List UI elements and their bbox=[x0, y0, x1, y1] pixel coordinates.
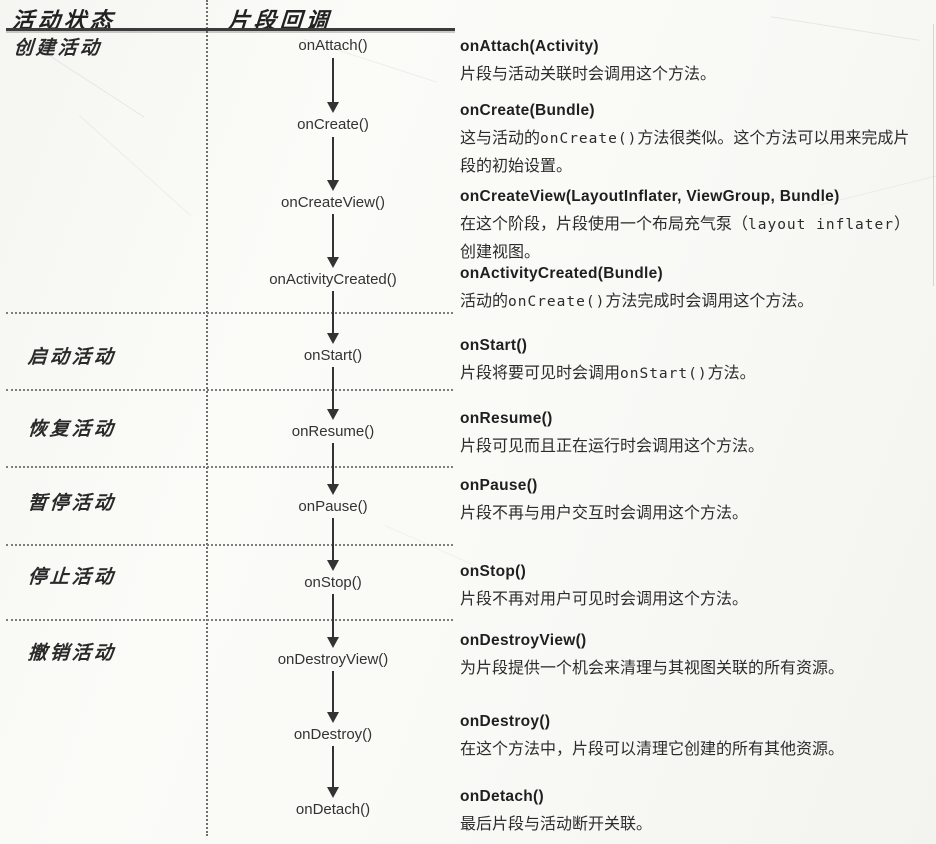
scan-mark bbox=[78, 114, 192, 217]
description-block-ondestroy: onDestroy() 在这个方法中，片段可以清理它创建的所有其他资源。 bbox=[460, 713, 912, 763]
callback-title: onCreateView(LayoutInflater, ViewGroup, … bbox=[460, 188, 840, 205]
description-block-onstart: onStart() 片段将要可见时会调用onStart()方法。 bbox=[460, 337, 912, 388]
callback-title: onDetach() bbox=[460, 788, 544, 805]
description-block-onactivitycreated: onActivityCreated(Bundle) 活动的onCreate()方… bbox=[460, 265, 912, 316]
description-block-onattach: onAttach(Activity) 片段与活动关联时会调用这个方法。 bbox=[460, 38, 912, 88]
callback-title: onPause() bbox=[460, 477, 538, 494]
flow-arrow bbox=[327, 746, 339, 798]
callback-node-oncreateview: onCreateView() bbox=[281, 194, 385, 211]
column-divider bbox=[206, 0, 208, 836]
callback-node-onpause: onPause() bbox=[298, 498, 368, 515]
callback-title: onResume() bbox=[460, 410, 553, 427]
callback-description: 片段将要可见时会调用onStart()方法。 bbox=[460, 365, 756, 382]
callback-description: 这与活动的onCreate()方法很类似。这个方法可以用来完成片段的初始设置。 bbox=[460, 130, 910, 175]
callback-node-onstart: onStart() bbox=[303, 347, 363, 364]
row-separator bbox=[6, 389, 453, 391]
callback-description: 在这个阶段，片段使用一个布局充气泵（layout inflater）创建视图。 bbox=[460, 216, 910, 261]
flow-arrow bbox=[327, 671, 339, 723]
callback-title: onDestroy() bbox=[460, 713, 551, 730]
callback-title: onDestroyView() bbox=[460, 632, 587, 649]
callback-description: 片段不再对用户可见时会调用这个方法。 bbox=[460, 591, 749, 608]
activity-state-stop: 停止活动 bbox=[27, 567, 117, 588]
description-block-oncreateview: onCreateView(LayoutInflater, ViewGroup, … bbox=[460, 188, 912, 266]
callback-description: 最后片段与活动断开关联。 bbox=[460, 816, 653, 833]
activity-state-start: 启动活动 bbox=[27, 347, 117, 368]
callback-title: onStop() bbox=[460, 563, 527, 580]
flow-arrow bbox=[327, 137, 339, 191]
row-separator bbox=[6, 619, 453, 621]
callback-title: onCreate(Bundle) bbox=[460, 102, 595, 119]
flow-arrow bbox=[327, 443, 339, 495]
row-separator bbox=[6, 312, 453, 314]
callback-description: 片段可见而且正在运行时会调用这个方法。 bbox=[460, 438, 765, 455]
callback-node-ondestroyview: onDestroyView() bbox=[277, 651, 389, 668]
callback-node-onactivitycreated: onActivityCreated() bbox=[269, 271, 397, 288]
description-block-ondetach: onDetach() 最后片段与活动断开关联。 bbox=[460, 788, 912, 838]
callback-description: 在这个方法中，片段可以清理它创建的所有其他资源。 bbox=[460, 741, 845, 758]
callback-node-onstop: onStop() bbox=[304, 574, 362, 591]
description-block-oncreate: onCreate(Bundle) 这与活动的onCreate()方法很类似。这个… bbox=[460, 102, 912, 180]
row-separator bbox=[6, 544, 453, 546]
activity-state-pause: 暂停活动 bbox=[27, 493, 117, 514]
page-edge-line bbox=[933, 24, 934, 286]
flow-arrow bbox=[327, 291, 339, 344]
callback-description: 片段不再与用户交互时会调用这个方法。 bbox=[460, 505, 749, 522]
activity-state-destroy: 撤销活动 bbox=[27, 643, 117, 664]
callback-description: 片段与活动关联时会调用这个方法。 bbox=[460, 66, 717, 83]
callback-node-oncreate: onCreate() bbox=[297, 116, 369, 133]
header-underline bbox=[6, 28, 455, 31]
description-block-ondestroyview: onDestroyView() 为片段提供一个机会来清理与其视图关联的所有资源。 bbox=[460, 632, 912, 682]
description-block-onstop: onStop() 片段不再对用户可见时会调用这个方法。 bbox=[460, 563, 912, 613]
callback-description: 为片段提供一个机会来清理与其视图关联的所有资源。 bbox=[460, 660, 845, 677]
callback-title: onAttach(Activity) bbox=[460, 38, 599, 55]
activity-state-create: 创建活动 bbox=[13, 38, 103, 59]
flow-arrow bbox=[327, 214, 339, 268]
callback-title: onActivityCreated(Bundle) bbox=[460, 265, 663, 282]
description-block-onresume: onResume() 片段可见而且正在运行时会调用这个方法。 bbox=[460, 410, 912, 460]
scan-mark bbox=[43, 51, 145, 118]
callback-node-ondestroy: onDestroy() bbox=[293, 726, 373, 743]
activity-state-resume: 恢复活动 bbox=[27, 419, 117, 440]
flow-arrow bbox=[327, 518, 339, 571]
flow-arrow bbox=[327, 594, 339, 648]
description-block-onpause: onPause() 片段不再与用户交互时会调用这个方法。 bbox=[460, 477, 912, 527]
flow-arrow bbox=[327, 367, 339, 420]
callback-node-onattach: onAttach() bbox=[298, 37, 368, 54]
callback-node-ondetach: onDetach() bbox=[295, 801, 371, 818]
flow-arrow bbox=[327, 58, 339, 113]
callback-title: onStart() bbox=[460, 337, 528, 354]
callback-node-onresume: onResume() bbox=[291, 423, 375, 440]
row-separator bbox=[6, 466, 453, 468]
callback-description: 活动的onCreate()方法完成时会调用这个方法。 bbox=[460, 293, 814, 310]
